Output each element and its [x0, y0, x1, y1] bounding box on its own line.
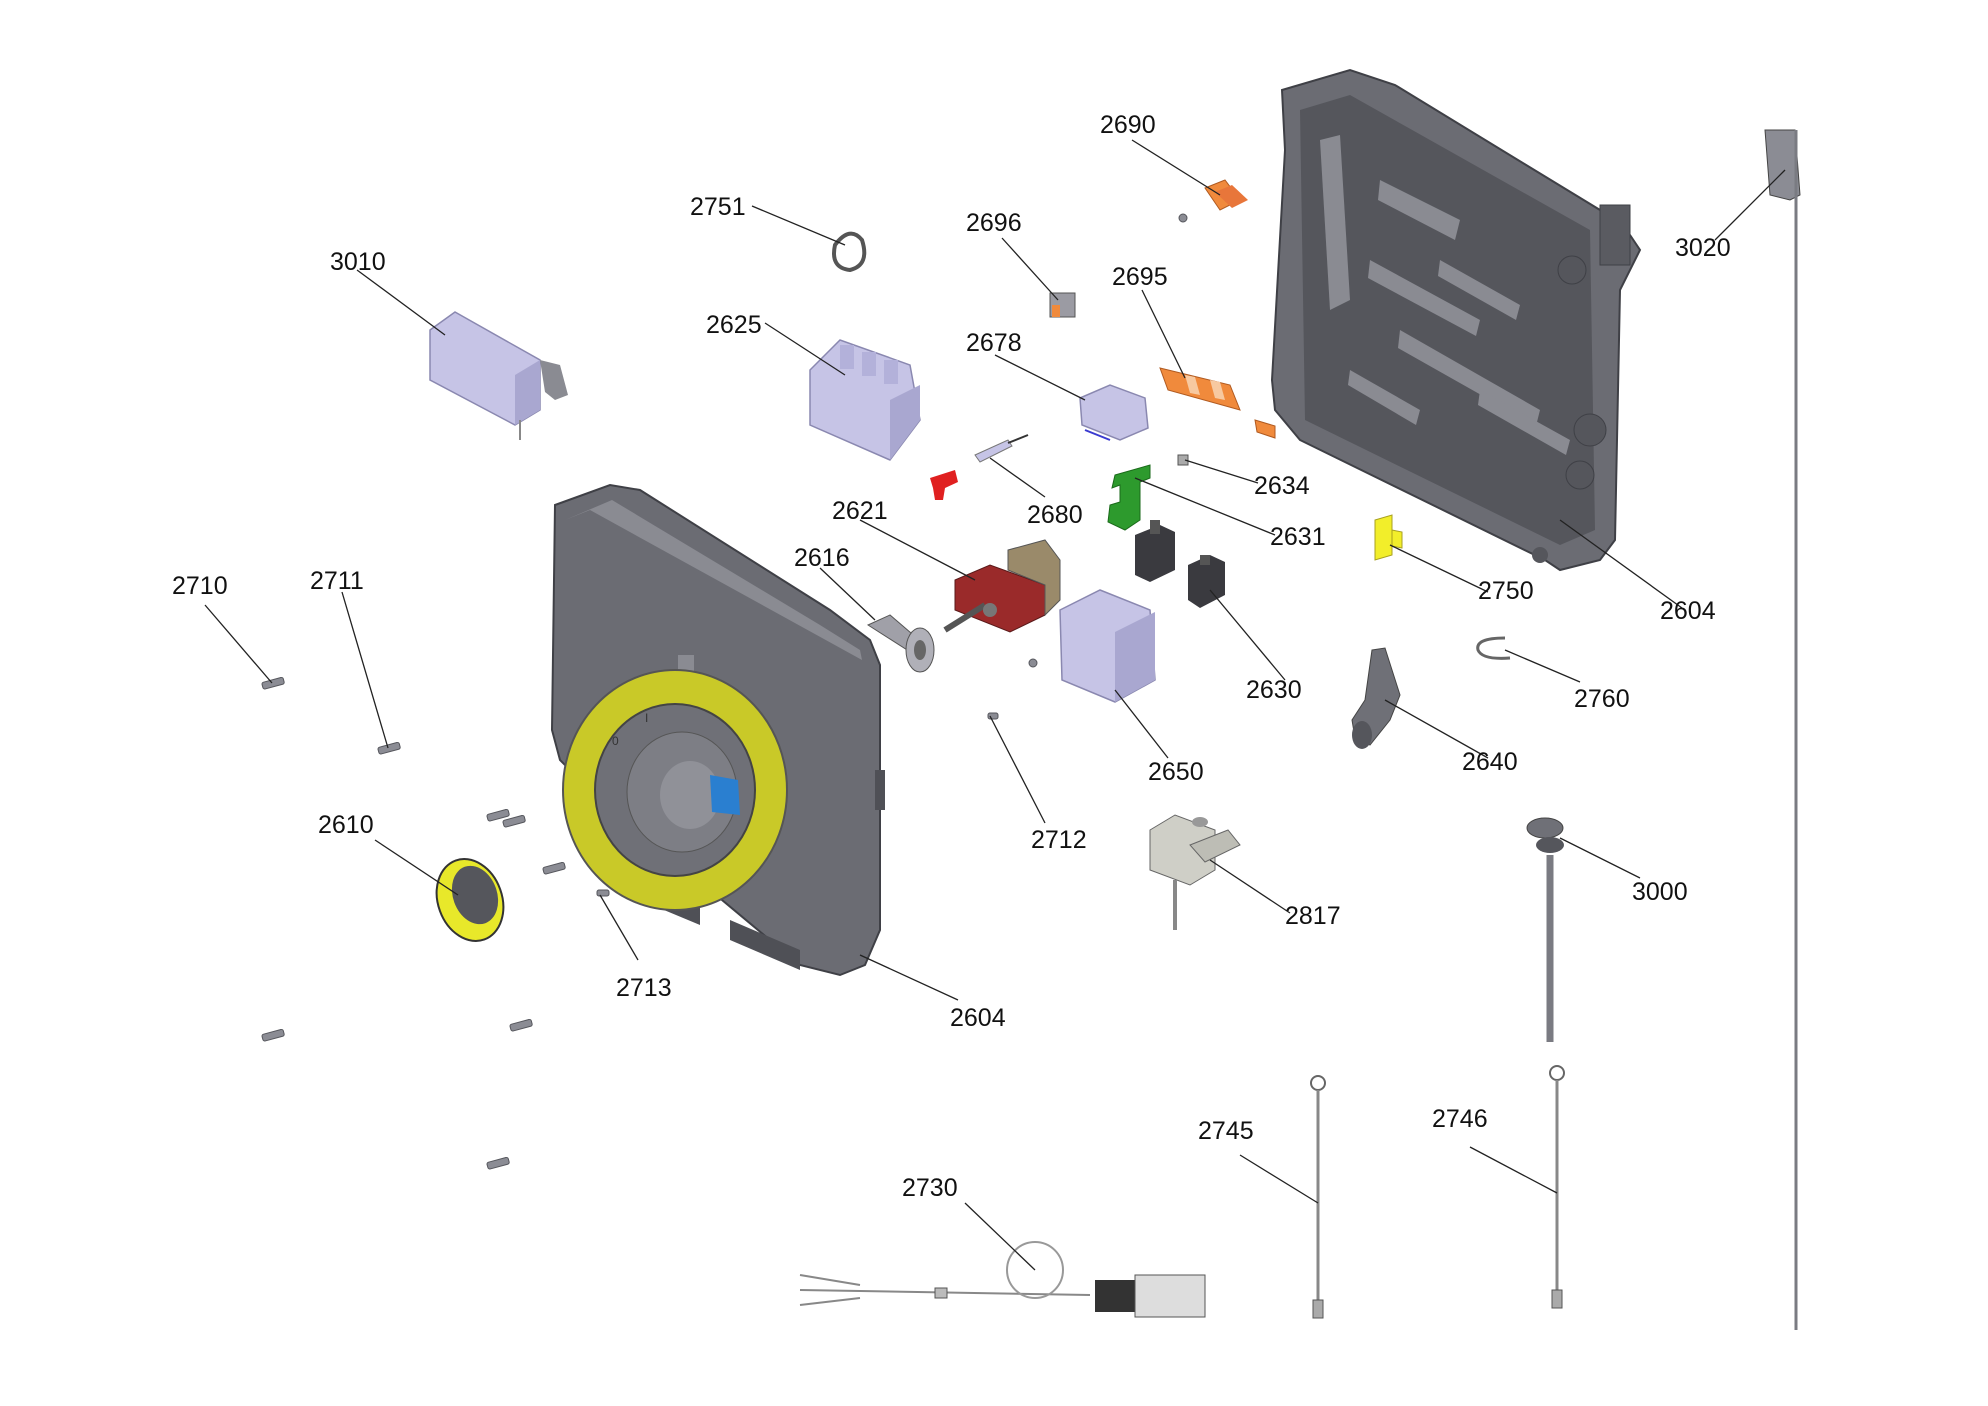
label-2712: 2712: [1031, 826, 1087, 854]
label-2621: 2621: [832, 497, 888, 525]
part-2760-hook: [1476, 636, 1511, 660]
label-2817: 2817: [1285, 902, 1341, 930]
part-2621-selector-switch: [943, 539, 1061, 633]
part-2751-loop: [832, 231, 867, 273]
part-2680-rod: [974, 434, 1029, 463]
part-2610-knob: [435, 858, 505, 942]
front-cover-part: 0 I: [550, 483, 885, 977]
part-labels: 2690 2751 2696 3010 2695 2625 2678 3020 …: [172, 111, 1731, 1202]
part-2678-relay: [1079, 384, 1149, 441]
part-2696-block: [1049, 292, 1076, 318]
label-2696: 2696: [966, 209, 1022, 237]
label-2678: 2678: [966, 329, 1022, 357]
part-3000-sensor: [1526, 817, 1564, 1042]
part-2817-valve: [1149, 814, 1241, 930]
label-2604-rear: 2604: [1660, 597, 1716, 625]
screws: [261, 676, 999, 1170]
red-part: [930, 470, 958, 500]
label-3000: 3000: [1632, 878, 1688, 906]
part-3010-component: [429, 311, 568, 440]
label-2610: 2610: [318, 811, 374, 839]
label-2746: 2746: [1432, 1105, 1488, 1133]
label-2751: 2751: [690, 193, 746, 221]
leader-lines: [204, 139, 1786, 1271]
label-2616: 2616: [794, 544, 850, 572]
label-2604-front: 2604: [950, 1004, 1006, 1032]
label-2650: 2650: [1148, 758, 1204, 786]
label-2713: 2713: [616, 974, 672, 1002]
label-2631: 2631: [1270, 523, 1326, 551]
part-2745-cable: [1310, 1075, 1326, 1319]
dial-blue-segment: [710, 775, 740, 815]
part-2634-small-part: [1177, 454, 1189, 466]
part-2640-connector: [1351, 647, 1401, 749]
part-2630-relay: [1135, 520, 1225, 608]
label-2730: 2730: [902, 1174, 958, 1202]
label-2630: 2630: [1246, 676, 1302, 704]
label-2625: 2625: [706, 311, 762, 339]
part-2750-clip: [1374, 514, 1403, 561]
part-2631-clip: [1107, 464, 1151, 531]
part-2616-bracket: [866, 614, 935, 673]
label-2745: 2745: [1198, 1117, 1254, 1145]
svg-text:0: 0: [612, 734, 619, 748]
label-2760: 2760: [1574, 685, 1630, 713]
part-2690-terminal: [1178, 179, 1248, 223]
label-2711: 2711: [310, 567, 364, 595]
part-2650-transformer: [1028, 589, 1156, 703]
label-2690: 2690: [1100, 111, 1156, 139]
part-3020-rod: [1764, 129, 1801, 1330]
part-2695-terminal-strip: [1159, 367, 1276, 439]
part-2625-contactor: [809, 339, 921, 461]
label-2750: 2750: [1478, 577, 1534, 605]
part-2730-power-cable: [799, 1241, 1206, 1318]
label-2695: 2695: [1112, 263, 1168, 291]
label-2634: 2634: [1254, 472, 1310, 500]
label-3020: 3020: [1675, 234, 1731, 262]
label-2710: 2710: [172, 572, 228, 600]
label-2640: 2640: [1462, 748, 1518, 776]
label-2680: 2680: [1027, 501, 1083, 529]
svg-text:I: I: [645, 711, 648, 725]
rear-housing-part: [1270, 68, 1642, 572]
part-2746-cable: [1549, 1065, 1565, 1309]
label-3010: 3010: [330, 248, 386, 276]
